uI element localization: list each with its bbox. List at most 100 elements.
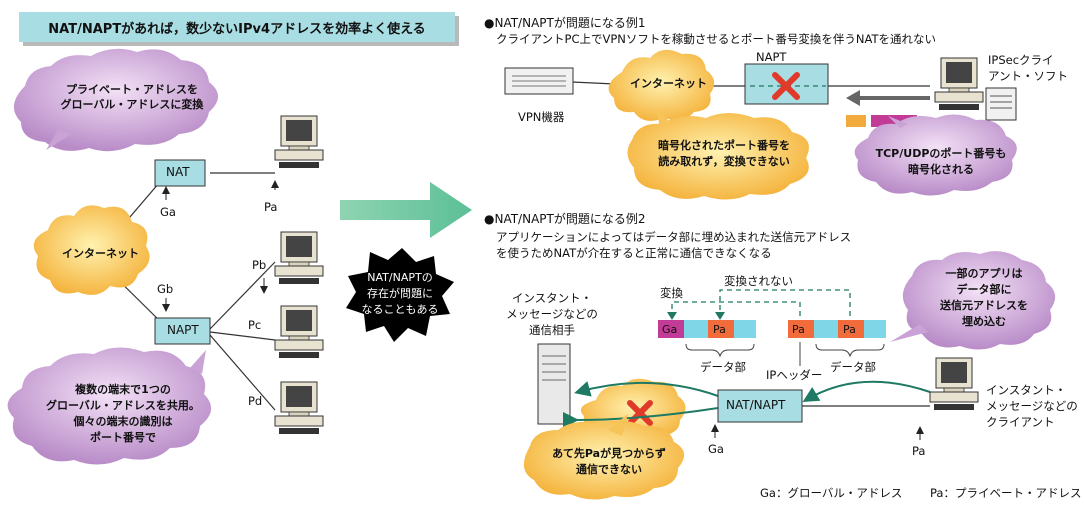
software-box-lines — [990, 95, 1012, 109]
im-client-line-1: インスタント・ — [986, 383, 1067, 397]
bubble-bottom-line-3: 個々の端末の識別は — [73, 415, 173, 428]
purple-bubble-bottom — [7, 347, 212, 465]
purple-bubble-ex2 — [890, 251, 1056, 350]
im-client-line-2: メッセージなどの — [986, 399, 1078, 413]
red-x-icon-ex2 — [627, 400, 653, 426]
ex1-bubble-left-text: 暗号化されたポート番号を 読み取れず，変換できない — [634, 138, 814, 170]
vpn-device-slots — [512, 75, 566, 87]
legend-ga: Ga：グローバル・アドレス — [760, 486, 903, 500]
napt-box-left — [154, 317, 211, 345]
ex1-arrow-left — [846, 90, 930, 106]
pc-b-icon — [274, 231, 324, 285]
burst-line-3: なることもある — [361, 303, 439, 316]
ex2-bubble-right-line-3: 送信元アドレスを — [940, 299, 1028, 312]
ex1-bubble-right-line-1: TCP/UDPのポート番号も — [875, 147, 1007, 160]
ex1-client-label: IPSecクライ アント・ソフト — [988, 52, 1068, 84]
internet-label-left: インターネット — [62, 247, 139, 260]
dashed-conversion-arrows — [671, 289, 851, 316]
ex2-bubble-right-line-2: データ部に — [956, 283, 1012, 296]
ex2-arrow-lower — [562, 407, 719, 429]
peer-server-icon — [537, 343, 571, 425]
bubble-bottom-line-1: 複数の端末で1つの — [75, 383, 171, 396]
ipsec-client-pc-icon — [934, 57, 984, 111]
peer-line-1: インスタント・ — [511, 291, 593, 305]
im-client-pc-icon — [929, 357, 979, 411]
pb-label-left: Pb — [252, 258, 267, 272]
brackets — [685, 342, 885, 366]
left-small-arrows — [162, 180, 279, 312]
peer-server-lines — [542, 355, 566, 381]
packet2-pa — [838, 320, 864, 338]
ex2-bubble-right-line-4: 埋め込む — [962, 315, 1006, 328]
big-arrow — [340, 182, 472, 238]
vpn-label: VPN機器 — [518, 110, 565, 124]
yellow-bubble-ex1 — [627, 108, 809, 200]
packet1-pa — [708, 320, 734, 338]
packet2-pa-header-text: Pa — [792, 323, 805, 336]
internet-cloud-left — [33, 205, 150, 295]
ex2-arrow-right — [802, 380, 931, 403]
bubble-top-text: プライベート・アドレスを グローバル・アドレスに変換 — [52, 82, 212, 112]
purple-bubble-ex1 — [854, 114, 1017, 196]
napt-label-left: NAPT — [167, 323, 199, 337]
im-client-label: インスタント・ メッセージなどの クライアント — [986, 382, 1078, 430]
bubble-top-line-1: プライベート・アドレスを — [66, 83, 198, 96]
ex2-arrow-upper — [574, 381, 719, 397]
ex1-title: ●NAT/NAPTが問題になる例1 — [484, 16, 646, 30]
yellow-bubble-ex2 — [523, 414, 685, 500]
ex2-subtitle-1: アプリケーションによってはデータ部に埋め込まれた送信元アドレス — [496, 230, 852, 244]
banner-title: NAT/NAPTがあれば，数少ないIPv4アドレスを効率よく使える — [19, 12, 455, 42]
bubble-bottom-line-4: ポート番号で — [90, 431, 156, 444]
software-box-icon — [985, 87, 1017, 121]
ex1-client-line-2: アント・ソフト — [988, 69, 1069, 83]
pa-label-left: Pa — [264, 200, 278, 214]
pd-label-left: Pd — [248, 394, 263, 408]
ex2-bubble-right-line-1: 一部のアプリは — [945, 267, 1023, 280]
purple-bubble-top — [13, 48, 219, 152]
napt-box-ex2 — [717, 389, 803, 423]
ex1-napt-label: NAPT — [756, 50, 787, 64]
pc-c-icon — [274, 305, 324, 359]
ex1-subtitle: クライアントPC上でVPNソフトを稼動させるとポート番号変換を伴うNATを通れな… — [496, 32, 937, 46]
bubble-bottom-line-2: グローバル・アドレスを共用。 — [46, 399, 200, 412]
pc-a-icon — [274, 115, 324, 169]
ex2-bubble-right-text: 一部のアプリは データ部に 送信元アドレスを 埋め込む — [920, 266, 1048, 330]
ex2-subtitle-2: を使うためNATが介在すると正常に通信できなくなる — [496, 246, 772, 260]
peer-line-2: メッセージなどの — [506, 307, 598, 321]
not-converted-label: 変換されない — [724, 274, 793, 288]
napt-label-ex2: NAT/NAPT — [726, 398, 786, 412]
packet1-ga-text: Ga — [662, 323, 678, 336]
gb-label-left: Gb — [157, 282, 174, 296]
nat-box — [154, 159, 206, 187]
im-client-line-3: クライアント — [986, 415, 1055, 429]
internet-cloud-ex1 — [608, 49, 715, 121]
ex1-bubble-left-line-1: 暗号化されたポート番号を — [658, 139, 790, 152]
pc-d-icon — [274, 381, 324, 435]
ga-label-ex2: Ga — [708, 442, 724, 456]
red-x-icon — [772, 72, 800, 100]
ex1-bubble-right-text: TCP/UDPのポート番号も 暗号化される — [866, 146, 1016, 178]
orange-packet — [846, 115, 866, 127]
ex2-bubble-bottom-text: あて先Paが見つからず 通信できない — [534, 446, 684, 478]
ex2-title: ●NAT/NAPTが問題になる例2 — [484, 212, 646, 226]
nat-label: NAT — [166, 165, 190, 179]
burst-line-1: NAT/NAPTの — [367, 271, 433, 284]
packet2-pa-text: Pa — [843, 323, 856, 336]
ex1-client-line-1: IPSecクライ — [988, 53, 1054, 67]
pc-label-left: Pc — [248, 318, 262, 332]
ex1-internet-label: インターネット — [630, 77, 707, 90]
data-part-label-2: データ部 — [830, 360, 876, 374]
dashed-arrowheads — [667, 312, 725, 320]
ip-header-label: IPヘッダー — [766, 368, 823, 382]
pa-label-ex2: Pa — [912, 444, 926, 458]
bubble-bottom-text: 複数の端末で1つの グローバル・アドレスを共用。 個々の端末の識別は ポート番号… — [34, 382, 212, 446]
peer-line-3: 通信相手 — [529, 323, 575, 337]
ga-label-left: Ga — [160, 205, 176, 219]
black-burst — [346, 248, 454, 342]
burst-line-2: 存在が問題に — [367, 287, 433, 300]
packet1-pa-text: Pa — [713, 323, 726, 336]
legend-pa: Pa：プライベート・アドレス — [930, 486, 1082, 500]
ex2-bubble-bottom-line-2: 通信できない — [576, 463, 642, 476]
henkan-label: 変換 — [660, 286, 683, 300]
ex2-bubble-bottom-line-1: あて先Paが見つからず — [552, 447, 666, 460]
